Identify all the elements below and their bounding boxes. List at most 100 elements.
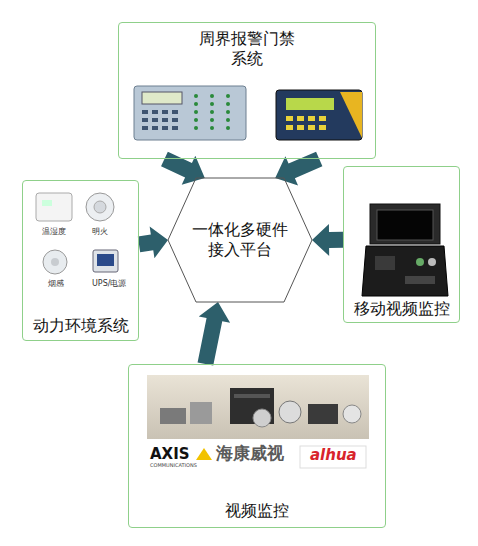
alarm-panel-part-part xyxy=(210,102,214,106)
alarm-panel-part-part xyxy=(210,126,214,130)
access-controller-part-part xyxy=(297,125,304,130)
alarm-panel-part-part xyxy=(162,118,168,122)
access-controller-part xyxy=(286,98,334,110)
alarm-panel-part xyxy=(142,92,182,104)
alarm-panel-part xyxy=(142,110,178,130)
node-label: 移动视频监控 xyxy=(344,299,459,319)
access-controller-part-part xyxy=(297,116,304,121)
icon-label: AXIS xyxy=(150,447,190,462)
sensor-icons-part xyxy=(36,193,72,221)
sensor-icons-part xyxy=(93,250,118,272)
node-label-text: 一体化多硬件 接入平台 xyxy=(189,220,291,260)
alarm-panel-part-part xyxy=(194,110,198,114)
node-label-text: 动力环境系统 xyxy=(33,316,129,336)
access-controller xyxy=(276,90,362,140)
alarm-panel-part-part xyxy=(142,110,148,114)
system-box: 周界报警门禁 系统 xyxy=(118,22,376,159)
camera-products-part xyxy=(160,408,186,424)
mobile-video-case-part xyxy=(362,246,448,296)
alarm-panel-part-part xyxy=(226,118,230,122)
sensor-icons-part xyxy=(97,254,114,266)
alarm-panel-part-part xyxy=(162,126,168,130)
mobile-video-case-part xyxy=(405,276,435,284)
alarm-panel xyxy=(134,86,246,140)
mobile-video-case xyxy=(362,204,448,296)
hexagon-outline xyxy=(168,178,312,302)
camera-products xyxy=(147,375,369,439)
access-controller-part-part xyxy=(319,116,326,121)
system-box: 移动视频监控 xyxy=(343,166,460,323)
node-label: 一体化多硬件 接入平台 xyxy=(168,220,312,260)
camera-products-part xyxy=(279,401,301,423)
access-controller-part-part xyxy=(308,116,315,121)
icon-label: 海康威视 xyxy=(216,445,284,462)
block-arrow xyxy=(138,227,168,259)
camera-products-part xyxy=(308,404,338,424)
alarm-panel-part-part xyxy=(194,102,198,106)
access-controller-part-part xyxy=(286,116,293,121)
alarm-panel-part-part xyxy=(210,94,214,98)
access-controller-part-part xyxy=(308,125,315,130)
access-controller-part xyxy=(340,92,362,138)
access-controller-part xyxy=(276,90,362,140)
access-controller-part-part xyxy=(319,125,326,130)
block-arrow xyxy=(198,302,231,366)
alarm-panel-part-part xyxy=(152,126,158,130)
sensor-icons-part xyxy=(42,200,52,206)
block-arrow xyxy=(275,152,322,186)
alarm-panel-part-part xyxy=(210,118,214,122)
alarm-panel-part-part xyxy=(210,110,214,114)
node-label-text: 视频监控 xyxy=(225,501,289,521)
mobile-video-case-part xyxy=(377,210,433,240)
alarm-panel-part-part xyxy=(194,118,198,122)
icon-label: 温湿度 xyxy=(42,228,66,236)
sensor-icons xyxy=(36,193,118,274)
camera-products-part xyxy=(234,394,270,398)
system-box: 动力环境系统 xyxy=(22,180,139,341)
brand-logos-part xyxy=(300,446,366,468)
alarm-panel-part-part xyxy=(194,126,198,130)
alarm-panel-part-part xyxy=(162,110,168,114)
alarm-panel-part-part xyxy=(226,102,230,106)
block-arrow xyxy=(312,224,343,256)
alarm-panel-part-part xyxy=(142,118,148,122)
sensor-icons-part xyxy=(51,258,59,266)
node-label: 动力环境系统 xyxy=(23,316,138,336)
sensor-icons-part xyxy=(94,201,106,213)
alarm-panel-part-part xyxy=(172,110,178,114)
icon-label: COMMUNICATIONS xyxy=(150,463,197,468)
mobile-video-case-part xyxy=(375,256,395,270)
sensor-icons-part xyxy=(43,250,67,274)
alarm-panel-part-part xyxy=(226,94,230,98)
block-arrow xyxy=(161,152,205,185)
alarm-panel-part-part xyxy=(142,126,148,130)
alarm-panel-part-part xyxy=(226,110,230,114)
alarm-panel-part xyxy=(134,86,246,140)
mobile-video-case-part xyxy=(428,258,436,266)
alarm-panel-part-part xyxy=(152,118,158,122)
alarm-panel-part xyxy=(194,94,230,130)
alarm-panel-part-part xyxy=(172,126,178,130)
node-label-text: 移动视频监控 xyxy=(354,299,450,319)
camera-products-part xyxy=(253,409,271,427)
camera-products-part xyxy=(190,402,212,424)
node-label-text: 周界报警门禁 系统 xyxy=(196,29,298,69)
icon-label: 明火 xyxy=(92,228,108,236)
camera-products-part xyxy=(343,405,361,423)
icon-label: UPS/电源 xyxy=(92,280,126,288)
sensor-icons-part xyxy=(86,193,114,221)
mobile-video-case-part xyxy=(370,204,440,244)
icon-label: alhua xyxy=(310,448,357,463)
node-label: 视频监控 xyxy=(129,501,385,521)
icon-label: 烟感 xyxy=(48,280,64,288)
alarm-panel-part-part xyxy=(152,110,158,114)
alarm-panel-part-part xyxy=(172,118,178,122)
access-controller-part xyxy=(286,116,326,130)
mobile-video-case-part xyxy=(416,258,424,266)
camera-products-part xyxy=(147,375,369,439)
alarm-panel-part-part xyxy=(226,126,230,130)
